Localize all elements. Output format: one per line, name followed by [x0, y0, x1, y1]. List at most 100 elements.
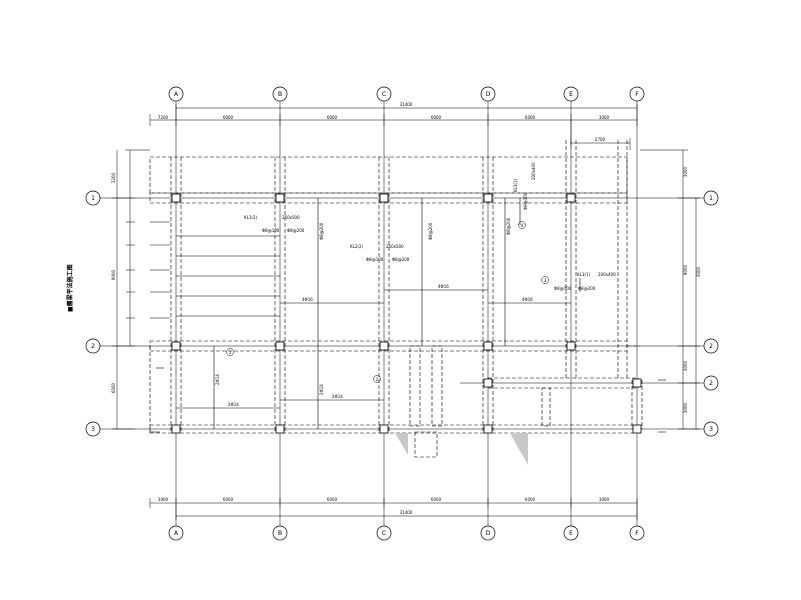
axis-bubble-top-A: A — [168, 86, 184, 440]
rebar-note: 2Φ14 — [332, 394, 343, 399]
beam-tag: KL3(1) — [513, 178, 518, 192]
beam-tag: KL2(2) — [350, 244, 364, 249]
dim-left-span: 6000 — [111, 382, 116, 393]
rebar-note: 2Φ14 — [319, 384, 324, 395]
rebar-note: Φ8@100 — [554, 286, 572, 291]
rebar-note: Φ8@200 — [428, 222, 433, 240]
axis-label: D — [486, 91, 491, 98]
axis-label: E — [569, 530, 573, 537]
axis-bubble-left-3: 3 — [85, 421, 710, 437]
axis-label: A — [174, 530, 179, 537]
beam-annotations: KL1(2) 250x500 Φ8@100 Φ8@200 KL2(2) 250x… — [215, 162, 616, 407]
beam-size: 200x400 — [598, 272, 616, 277]
beam-outlines — [149, 140, 643, 458]
rebar-note: 4Φ16 — [302, 297, 313, 302]
axis-bubble-bottom-E: E — [563, 440, 579, 541]
dim-bottom-span: 3000 — [599, 497, 610, 502]
dim-bottom-span: 6000 — [431, 497, 442, 502]
beam-tag: KL1(2) — [244, 215, 258, 220]
dim-right-span: 3000 — [683, 360, 688, 371]
dim-bottom-span: 6000 — [525, 497, 536, 502]
axis-label: 1 — [91, 195, 95, 202]
dim-bottom-span: 6000 — [223, 497, 234, 502]
axis-label: 2 — [91, 343, 95, 350]
rebar-note: 4Φ16 — [522, 297, 533, 302]
beam-size: 250x500 — [386, 244, 404, 249]
dim-right-span: 3000 — [696, 266, 701, 277]
axis-label: C — [382, 530, 386, 537]
axis-label: C — [382, 91, 386, 98]
axis-bubble-top-C: C — [376, 86, 392, 440]
right-dimension-chain — [640, 149, 700, 430]
rebar-note: 2Φ14 — [228, 402, 239, 407]
dim-bottom-span: 3000 — [158, 497, 169, 502]
left-axis-bubbles: 1 2 3 — [85, 190, 710, 437]
axis-bubble-top-E: E — [563, 86, 579, 440]
section-markers: 1 2 3 4 — [226, 221, 549, 383]
axis-label: 2 — [709, 380, 713, 387]
top-axis-bubbles: A B C D E F — [168, 86, 645, 440]
right-axis-bubbles: 1 2 2 3 — [637, 190, 719, 437]
dim-top-sub: 2700 — [595, 137, 606, 142]
axis-label: 3 — [709, 426, 713, 433]
bottom-axis-bubbles: A B C D E F — [168, 440, 645, 541]
axis-bubble-right-3: 3 — [703, 421, 719, 437]
beam-size: 200x400 — [531, 162, 536, 180]
dim-top-span: 6000 — [327, 115, 338, 120]
rebar-note: Φ8@200 — [578, 286, 596, 291]
rebar-note: 2Φ14 — [215, 374, 220, 385]
dim-top-span: 6000 — [525, 115, 536, 120]
beam-size: 250x500 — [282, 215, 300, 220]
axis-bubble-bottom-D: D — [480, 440, 496, 541]
marker-label: 4 — [521, 223, 524, 228]
dim-left-span: 3200 — [111, 172, 116, 183]
axis-bubble-bottom-F: F — [629, 440, 645, 541]
dim-top-span: 7200 — [158, 115, 169, 120]
stair-lines — [150, 221, 170, 319]
rebar-note: Φ8@200 — [506, 217, 511, 235]
axis-label: A — [174, 91, 179, 98]
marker-label: 1 — [229, 350, 232, 355]
top-dimension-chain — [149, 104, 638, 150]
axis-bubble-right-2: 2 — [703, 338, 719, 354]
rebar-note: Φ8@200 — [287, 228, 305, 233]
axis-bubble-bottom-B: B — [272, 440, 288, 541]
axis-label: 2 — [709, 343, 713, 350]
solid-beam-lines — [176, 198, 637, 429]
bottom-dimension-chain — [149, 498, 638, 520]
dim-top-span: 6000 — [223, 115, 234, 120]
columns — [171, 193, 642, 434]
axis-label: 3 — [91, 426, 95, 433]
axis-label: B — [278, 91, 282, 98]
axis-label: E — [569, 91, 573, 98]
dim-bottom-total: 31400 — [400, 510, 413, 515]
rebar-note: Φ8@100 — [523, 192, 528, 210]
axis-bubble-right-1: 1 — [703, 190, 719, 206]
rebar-note: Φ8@200 — [392, 257, 410, 262]
axis-bubble-bottom-A: A — [168, 440, 184, 541]
marker-label: 2 — [376, 377, 379, 382]
rebar-note: Φ8@200 — [319, 222, 324, 240]
marker-label: 3 — [544, 278, 547, 283]
dim-right-span: 3000 — [683, 402, 688, 413]
axis-bubble-top-B: B — [272, 86, 288, 440]
axis-bubble-left-2: 2 — [85, 338, 710, 354]
dim-top-span: 3000 — [599, 115, 610, 120]
drawing-title: ■層梁平法施工图 — [66, 264, 74, 312]
dim-top-total: 31400 — [400, 102, 413, 107]
dim-bottom-span: 6000 — [327, 497, 338, 502]
rebar-note: 4Φ16 — [438, 284, 449, 289]
dim-right-span: 9000 — [683, 264, 688, 275]
left-dimension-chain — [112, 149, 150, 430]
axis-label: D — [486, 530, 491, 537]
elevation-ticks — [150, 367, 666, 433]
axis-bubble-left-1: 1 — [85, 190, 710, 206]
dim-left-span: 9000 — [111, 269, 116, 280]
rebar-note: Φ8@100 — [366, 257, 384, 262]
axis-bubble-bottom-C: C — [376, 440, 392, 541]
beam-tag: KL3(1) — [577, 272, 591, 277]
axis-label: B — [278, 530, 282, 537]
dim-top-span: 6000 — [431, 115, 442, 120]
rebar-note: Φ8@100 — [262, 228, 280, 233]
